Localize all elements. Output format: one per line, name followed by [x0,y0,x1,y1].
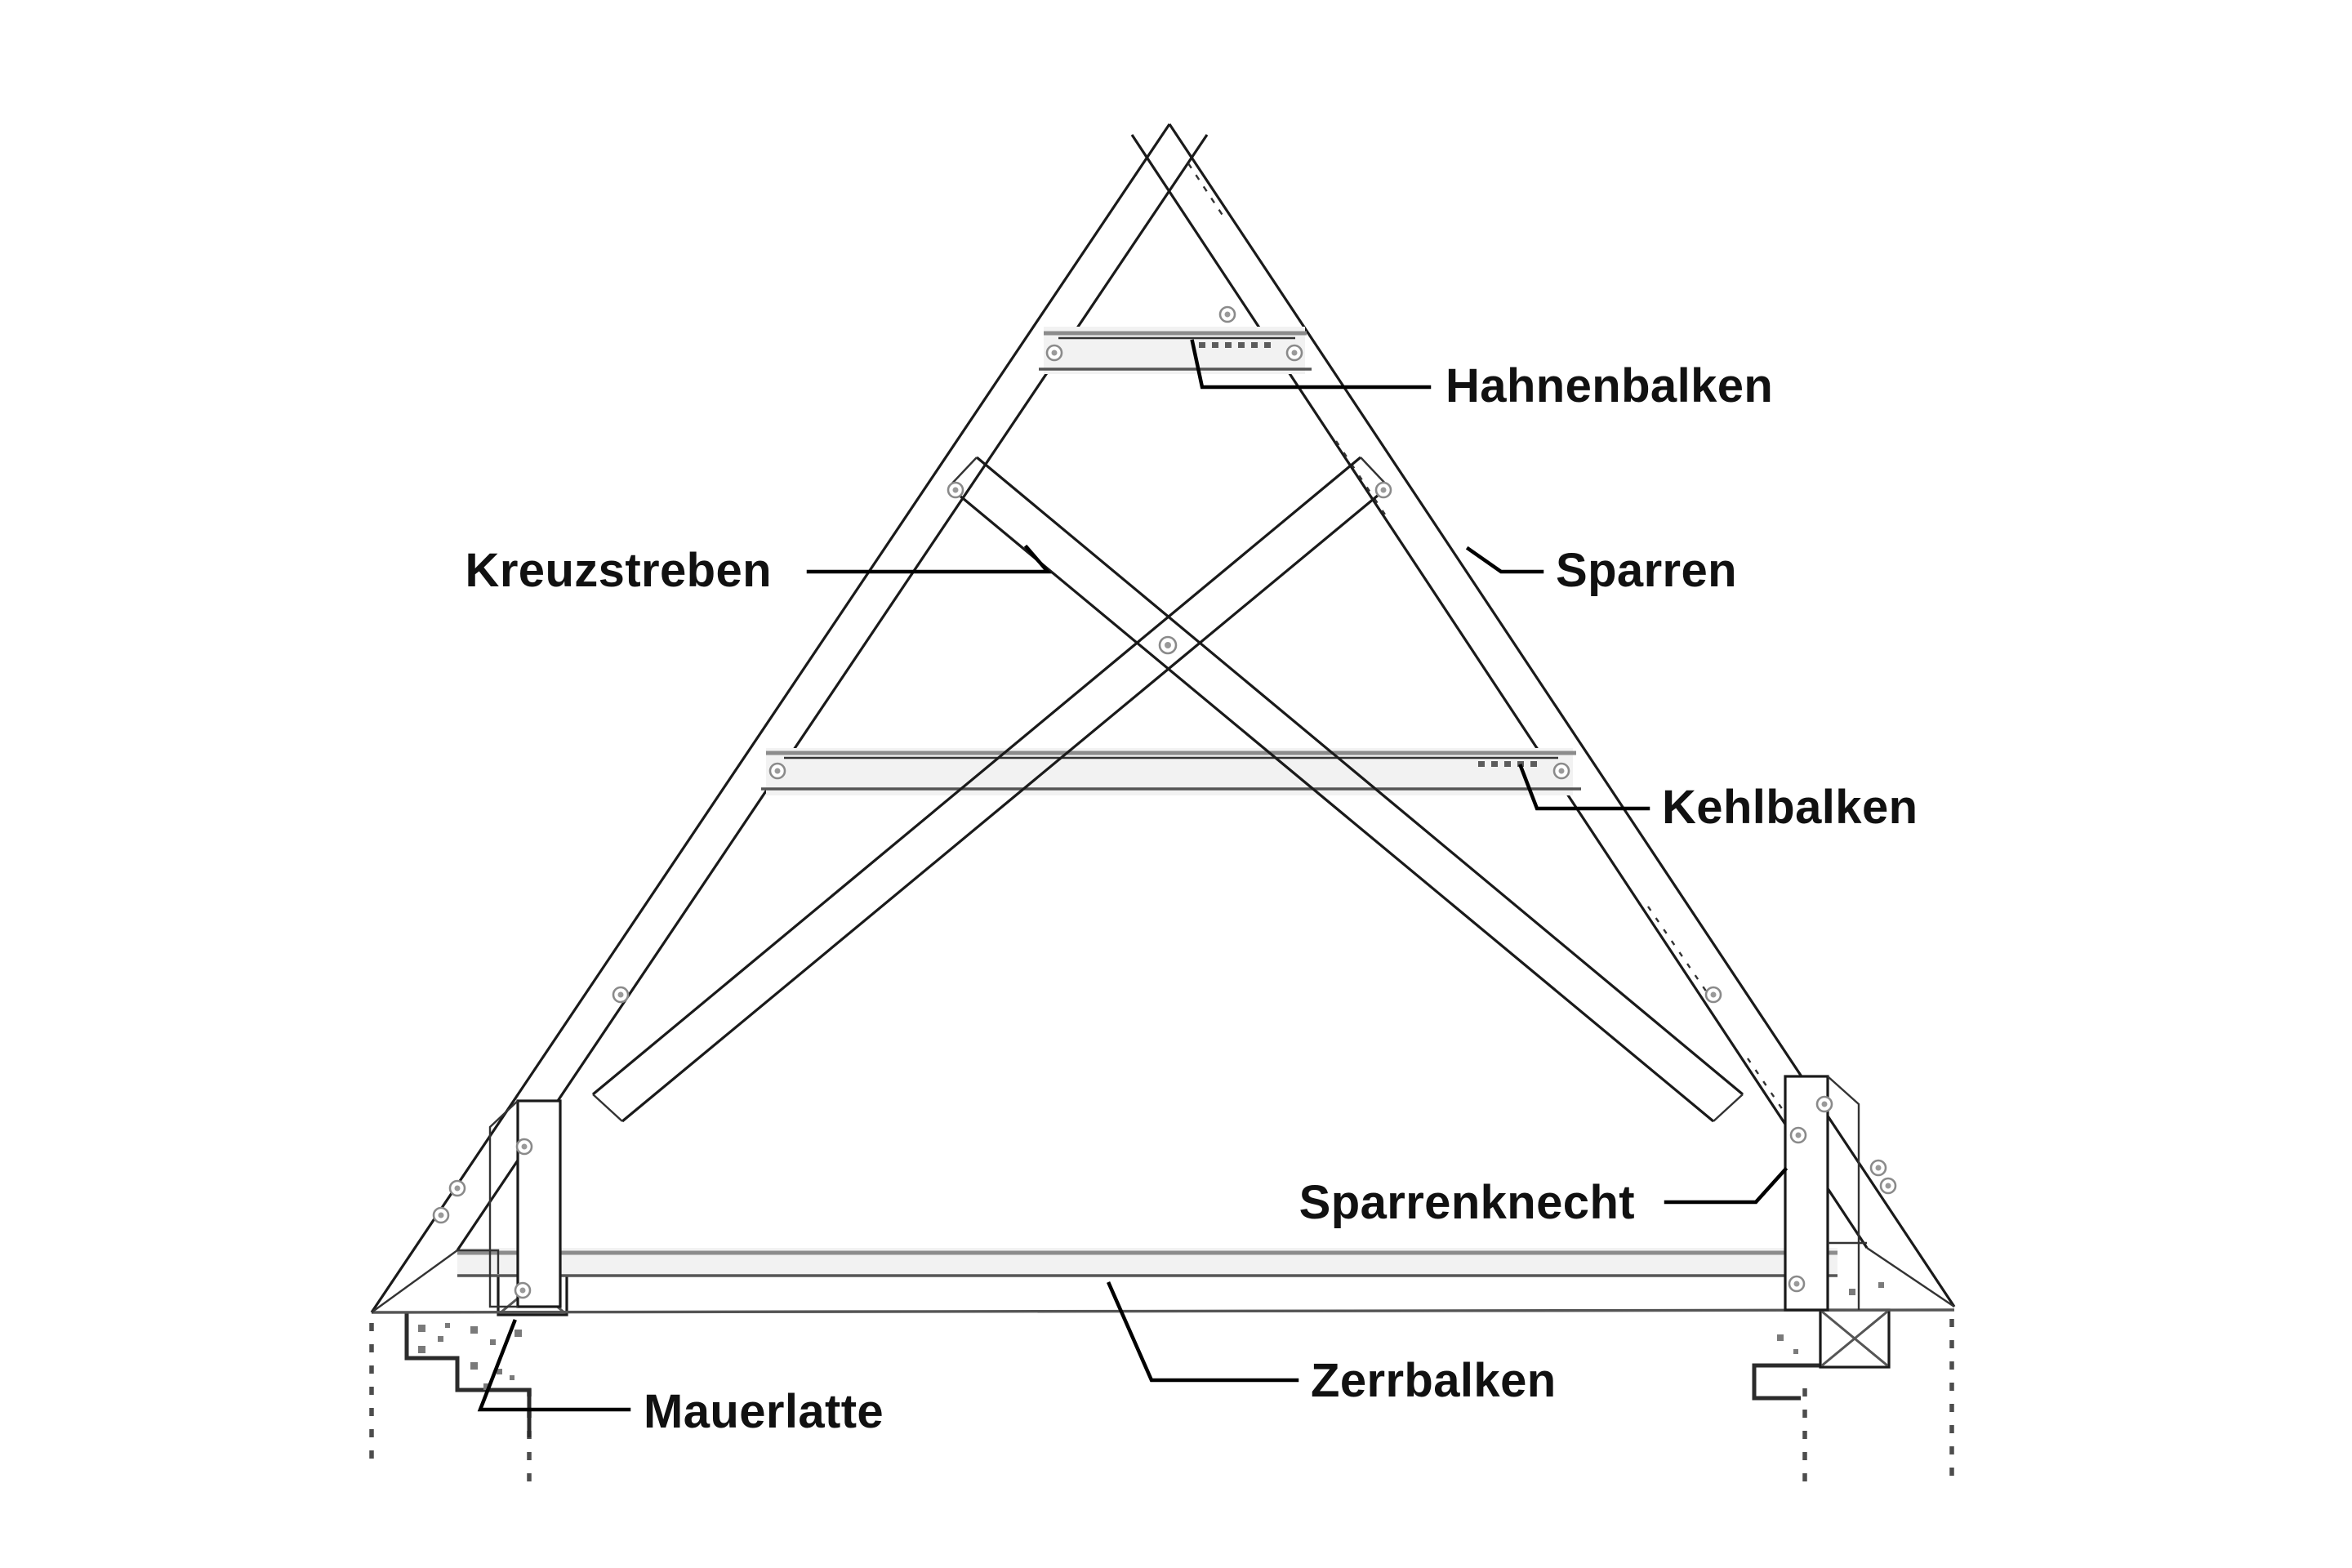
wall-left-hatch [418,1323,522,1390]
label-hahnenbalken: Hahnenbalken [1446,359,1773,412]
eave-detail-right [1815,1095,1897,1245]
leader-sparrenknecht [1664,1166,1788,1205]
label-mauerlatte: Mauerlatte [644,1385,884,1438]
kreuzstrebe-a-foot-cut [1713,1094,1744,1122]
wall-left-masonry-outline [404,1312,532,1437]
sparren-right [1130,123,1956,1307]
leader-hahnenbalken [1190,339,1432,390]
kreuzstreben-joint-pegs [612,481,1722,1004]
sparren-grain-marks [1187,163,1794,1126]
sparren-right-seam-lower [1647,906,1708,993]
sparren-left-inner [456,134,1209,1251]
leader-kreuzstreben [806,544,1052,574]
sparrenknecht-right [1784,1075,1860,1312]
sparren-right-foot-cut [1866,1247,1955,1307]
label-sparrenknecht: Sparrenknecht [1299,1176,1635,1229]
leader-zerrbalken [1107,1281,1299,1383]
kreuzstrebe-b-outer [621,485,1390,1123]
eave-detail-left [432,1179,500,1274]
sparren-left-outer [370,123,1171,1313]
kehlbalken-pegs [768,762,1570,780]
leader-kehlbalken [1518,764,1650,811]
zerrbalken-soffit-line [371,1308,1955,1314]
label-zerrbalken: Zerrbalken [1311,1354,1557,1407]
sparrenknecht-right-back [1827,1076,1860,1310]
kreuzstrebe-a-inner [975,456,1744,1096]
sparren-right-seam-upper [1335,440,1389,520]
sparrenknecht-left-back [488,1100,519,1308]
eave-left-block [457,1249,500,1274]
leader-mauerlatte [477,1319,631,1412]
hahnenbalken-pegs [1045,305,1303,362]
hahnenbalken-nail-row [1199,342,1271,348]
zerrbalken [371,1248,1955,1314]
sparren-apex-seam [1187,163,1227,220]
wall-right-masonry-outline [1752,1315,1824,1401]
label-kehlbalken: Kehlbalken [1662,781,1918,834]
kehlbalken-nail-row [1478,761,1537,767]
mauerlatte-right [1819,1308,1891,1369]
kehlbalken [761,748,1581,795]
hahnenbalken [1039,305,1312,374]
sparren-left-foot-cut [371,1250,458,1313]
kreuzstrebe-right-to-left [591,456,1390,1123]
sparren-right-inner [1130,134,1869,1249]
label-sparren: Sparren [1556,544,1737,597]
kreuzstrebe-b-foot-cut [592,1094,623,1122]
sparrenknecht-left [488,1099,562,1308]
kreuzstrebe-b-inner [591,456,1362,1096]
leader-sparren [1465,546,1544,574]
sparren-left [370,123,1209,1313]
kreuzstrebe-a-outer [947,485,1715,1123]
kreuzstrebe-left-to-right [947,456,1744,1123]
label-kreuzstreben: Kreuzstreben [466,544,772,597]
wall-left [369,1312,532,1482]
